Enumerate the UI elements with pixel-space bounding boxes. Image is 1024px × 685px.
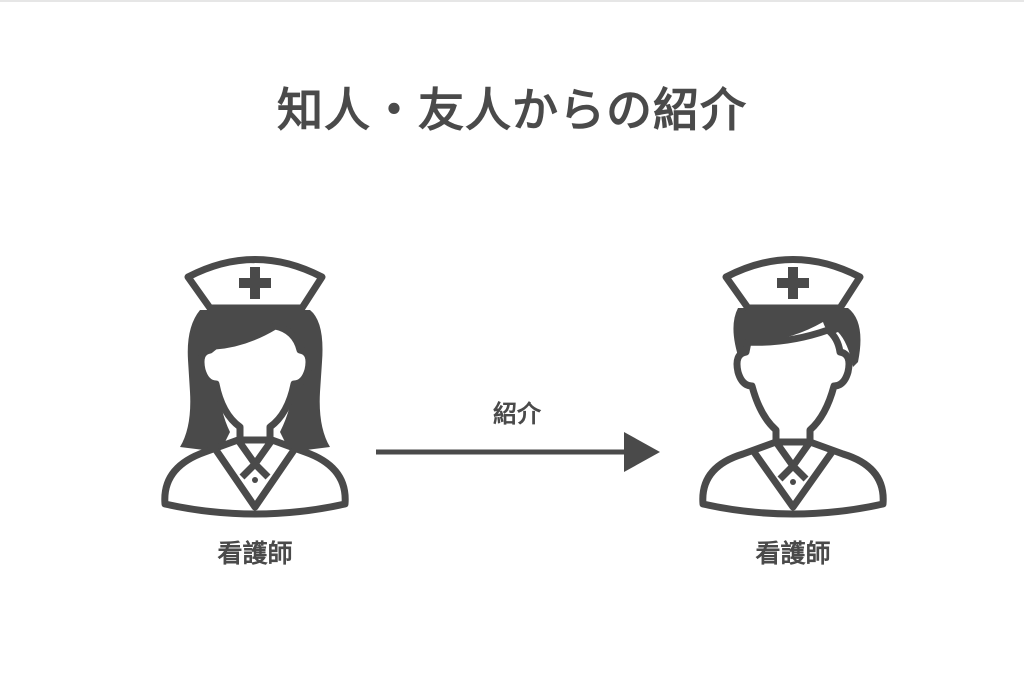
right-nurse-label: 看護師 (755, 539, 831, 568)
female-nurse-icon (161, 256, 349, 518)
male-nurse-icon (699, 256, 887, 518)
arrow-right-icon (376, 432, 660, 472)
left-nurse-label: 看護師 (217, 539, 293, 568)
page-title: 知人・友人からの紹介 (277, 83, 747, 137)
referral-label: 紹介 (493, 400, 541, 428)
